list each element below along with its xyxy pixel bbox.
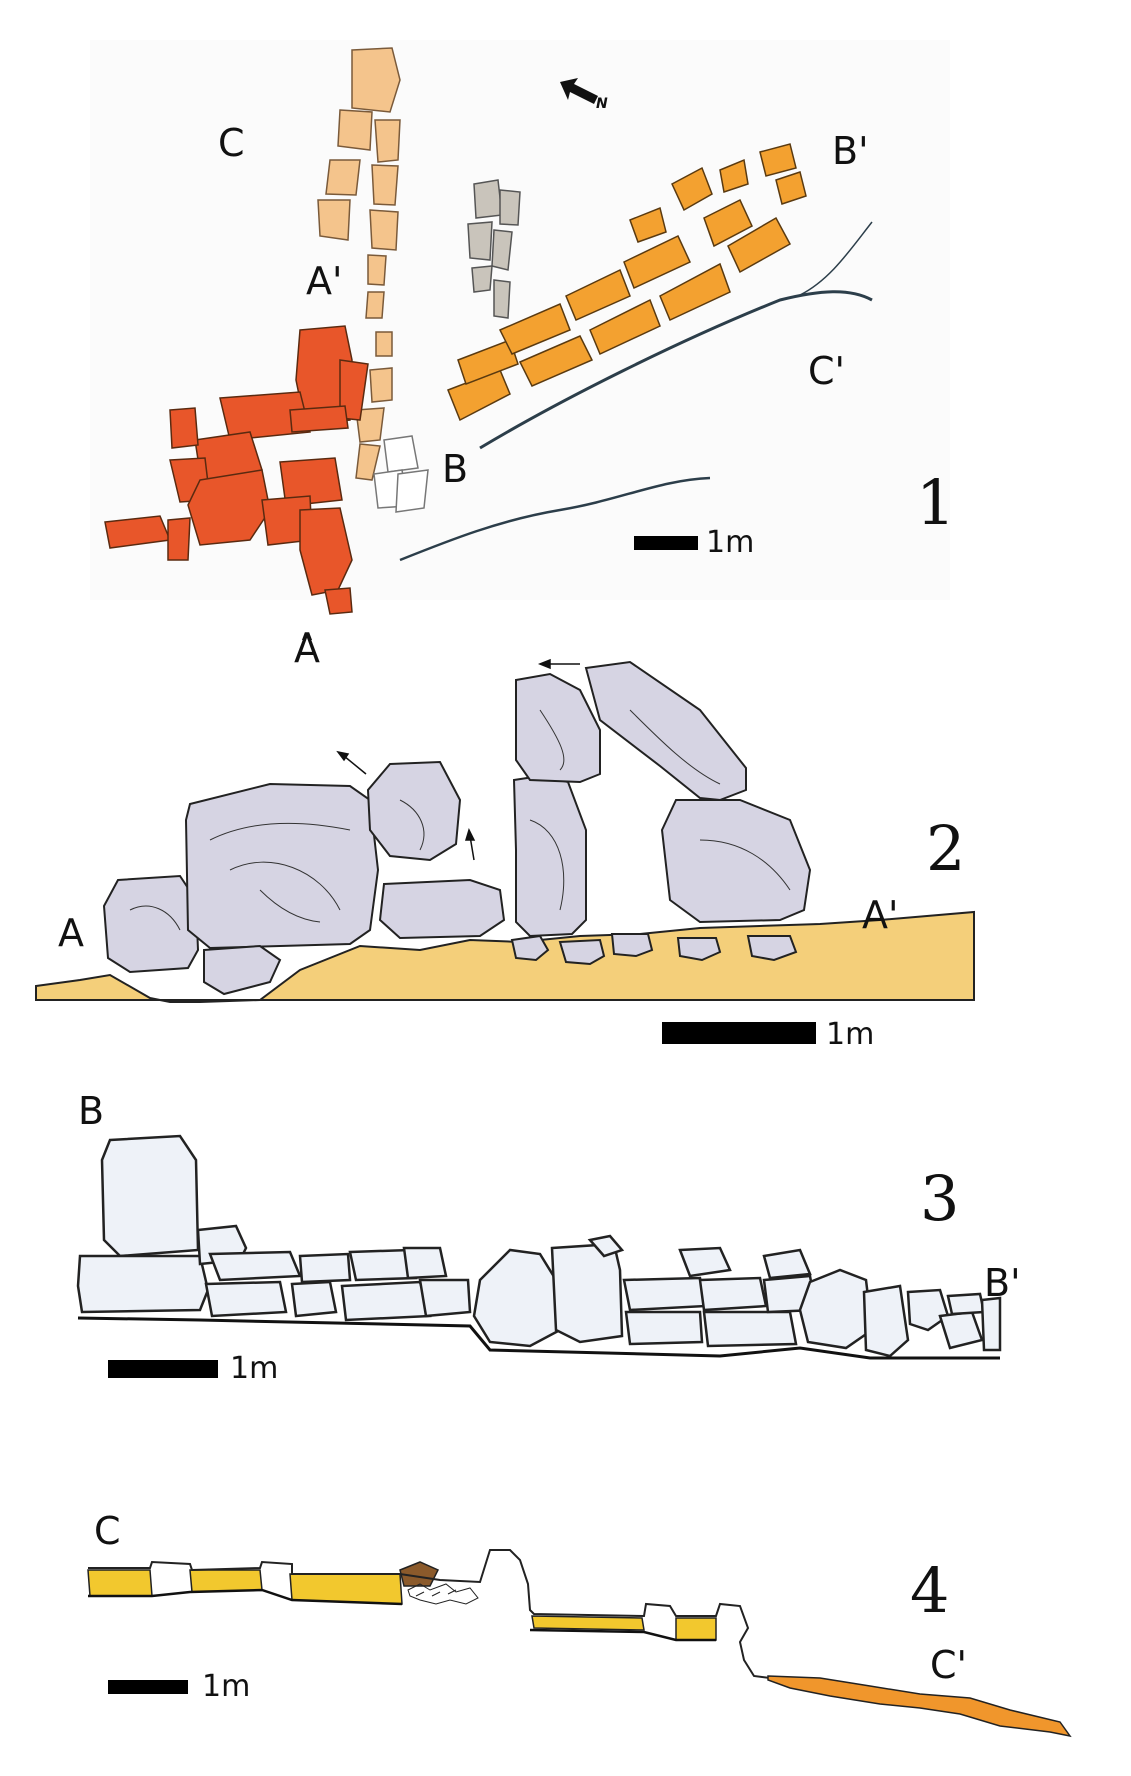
label-a-prime: A' (862, 893, 898, 937)
scale-bar (108, 1680, 188, 1694)
scale-bar (108, 1360, 218, 1378)
outcrop-line-upper (479, 290, 873, 450)
scale-label: 1m (230, 1351, 278, 1386)
label-b: B (442, 447, 468, 491)
profile-brown-feature (399, 1561, 440, 1587)
wall-stones (76, 1134, 1002, 1358)
boulder-texture (129, 709, 791, 931)
label-c: C (218, 121, 245, 165)
stone-walls-b (447, 143, 807, 422)
profile-cc-drawing: C C' 4 1m (87, 1509, 1072, 1738)
panel-4-profile: C C' 4 1m (0, 1500, 1131, 1776)
profile-rubble (407, 1583, 479, 1605)
outcrop-line-lower (399, 476, 711, 562)
panel-number: 2 (926, 812, 965, 885)
scale-bar (634, 536, 698, 550)
section-aa-drawing: A A' 2 1m (35, 658, 975, 1052)
wall-base-line (77, 1316, 1000, 1360)
stone-cluster-b (373, 435, 429, 513)
panel-number: 1 (916, 466, 955, 539)
scale-label: 1m (202, 1669, 250, 1704)
profile-orange-layer (767, 1675, 1072, 1738)
profile-outline (88, 1549, 771, 1679)
label-b-prime: B' (984, 1261, 1021, 1305)
elevation-bb-drawing: B B' 3 1m (76, 1089, 1021, 1386)
label-a-prime: A' (306, 259, 342, 303)
plan-drawing: N C A' B' C' B A 1m 1 (90, 40, 955, 640)
stone-row-grey (467, 179, 521, 319)
boulders (102, 660, 812, 996)
stone-cluster-a (104, 325, 369, 615)
label-c: C (94, 1509, 121, 1553)
panel-1-label-a: A (0, 620, 1131, 670)
label-b: B (78, 1089, 104, 1133)
scale-label: 1m (826, 1017, 874, 1052)
label-a: A (294, 625, 320, 640)
ground-layer (35, 910, 975, 1003)
profile-base-line (88, 1588, 716, 1642)
profile-yellow-layer (87, 1569, 717, 1641)
movement-arrows (336, 658, 580, 861)
outcrop-line-branch (799, 221, 873, 296)
scale-bar (662, 1022, 816, 1044)
label-a: A (58, 911, 84, 955)
label-a-bottom: A (294, 627, 320, 670)
north-label: N (596, 96, 608, 112)
label-b-prime: B' (832, 129, 869, 173)
label-c-prime: C' (930, 1643, 967, 1687)
panel-2-section: A A' 2 1m (0, 650, 1131, 1060)
panel-1-plan: N C A' B' C' B A 1m 1 (0, 0, 1131, 640)
panel-number: 3 (920, 1162, 959, 1235)
panel-number: 4 (910, 1554, 949, 1627)
north-arrow-icon (560, 78, 598, 104)
scale-label: 1m (706, 525, 754, 560)
panel-3-elevation: B B' 3 1m (0, 1080, 1131, 1400)
label-c-prime: C' (808, 349, 845, 393)
stone-row-c (317, 47, 401, 481)
